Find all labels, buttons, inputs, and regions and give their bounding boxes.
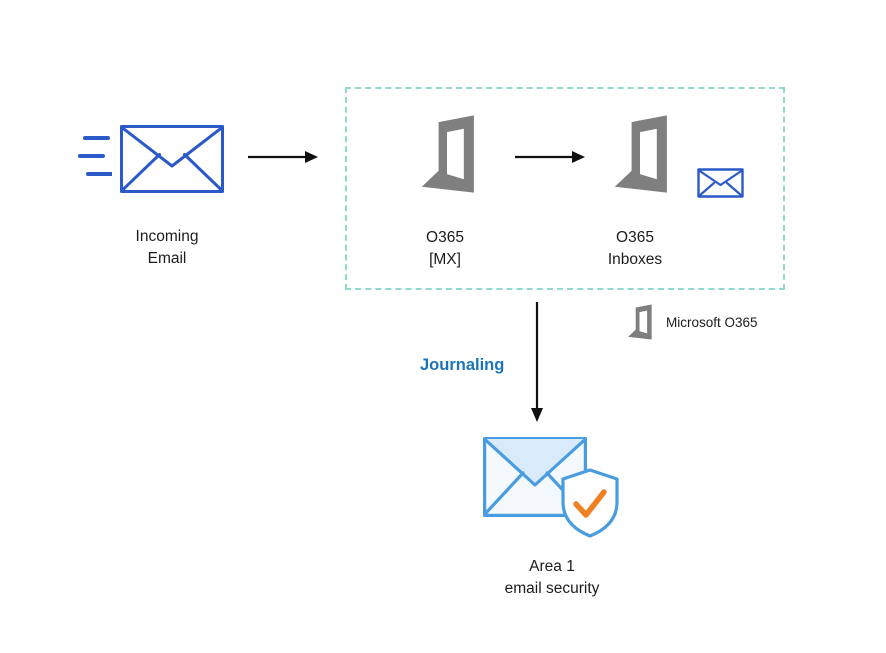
flow-arrow-incoming-to-o365 xyxy=(248,151,318,163)
area1-envelope-icon xyxy=(483,437,587,517)
flow-arrow-mx-to-inboxes xyxy=(515,151,585,163)
speed-lines-icon xyxy=(78,136,112,176)
journaling-label: Journaling xyxy=(420,356,505,374)
flow-arrow-journaling-down xyxy=(531,302,543,422)
office365-inboxes-icon xyxy=(601,112,679,196)
inbox-envelope-icon xyxy=(697,168,744,198)
check-icon xyxy=(573,489,607,518)
incoming-email-envelope-icon xyxy=(120,125,224,193)
office365-mx-icon xyxy=(408,112,486,196)
o365-inboxes-label: O365 Inboxes xyxy=(607,229,663,268)
office365-legend-icon xyxy=(624,303,655,341)
area1-label: Area 1 email security xyxy=(504,558,600,597)
area1-shield-icon xyxy=(561,468,619,538)
o365-boundary-box xyxy=(345,87,785,290)
incoming-email-label: Incoming Email xyxy=(135,228,199,267)
o365-mx-label: O365 [MX] xyxy=(426,229,464,268)
legend-label: Microsoft O365 xyxy=(666,315,758,330)
